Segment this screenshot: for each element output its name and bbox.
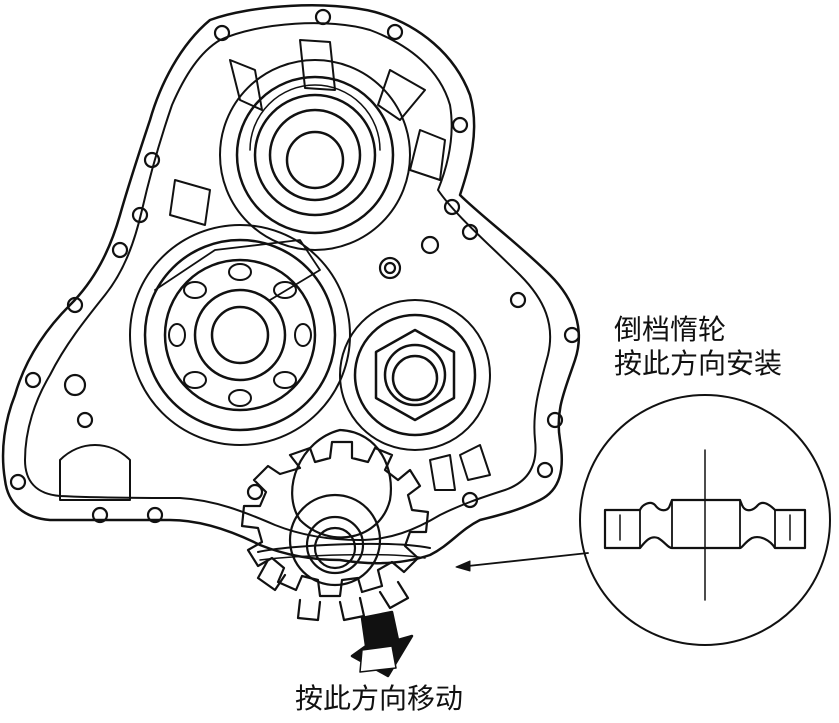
gear-teeth <box>240 440 430 598</box>
bolt-holes <box>9 8 581 524</box>
detail-circle <box>579 394 831 646</box>
roller-elements <box>168 263 312 407</box>
move-direction-label: 按此方向移动 <box>295 682 464 715</box>
reverse-idler-gear <box>240 428 431 622</box>
main-bearing <box>129 224 351 446</box>
detail-leader-arrow <box>455 552 589 572</box>
right-bearing <box>339 299 491 451</box>
idler-name-label: 倒档惰轮 <box>614 313 727 346</box>
housing-flange-outline <box>24 22 552 541</box>
move-direction-arrow <box>350 610 414 678</box>
top-bearing <box>219 59 411 251</box>
case-ribs <box>59 39 491 501</box>
housing-outline <box>1 4 580 565</box>
install-direction-label: 按此方向安装 <box>614 347 783 380</box>
idler-profile <box>603 498 807 550</box>
